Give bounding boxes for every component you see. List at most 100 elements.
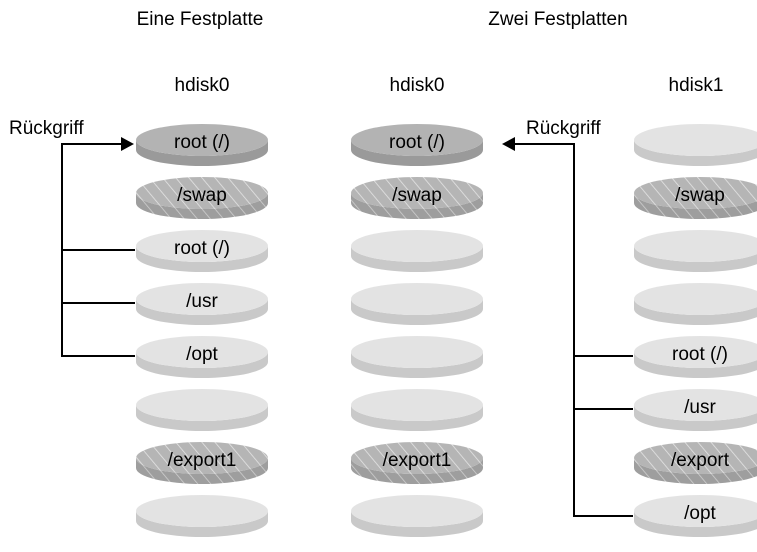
heading-one-disk: Eine Festplatte xyxy=(137,9,264,30)
slice-side xyxy=(351,458,483,484)
slice-dual-hdisk0-4 xyxy=(351,283,483,325)
slice-top xyxy=(634,495,757,527)
slice-top xyxy=(351,177,483,209)
slice-top xyxy=(136,442,268,474)
slice-dual-hdisk1-6: /usr xyxy=(634,389,757,431)
slice-side xyxy=(136,352,268,378)
slice-single-hdisk0-2: /swap xyxy=(136,177,268,219)
slice-top xyxy=(351,230,483,262)
slice-side xyxy=(634,246,757,272)
slice-top xyxy=(634,230,757,262)
slice-side xyxy=(136,140,268,166)
slice-top xyxy=(136,230,268,262)
slice-top xyxy=(351,283,483,315)
slice-side xyxy=(351,352,483,378)
slice-dual-hdisk0-6 xyxy=(351,389,483,431)
slice-top xyxy=(351,442,483,474)
fallback-arrowhead-dual xyxy=(502,137,515,151)
slice-label: /export xyxy=(671,450,730,471)
disk-label-hdisk1-dual: hdisk1 xyxy=(669,75,724,96)
slice-label: /usr xyxy=(684,397,716,418)
slice-side xyxy=(351,299,483,325)
slice-side xyxy=(634,352,757,378)
fallback-connector-dual: Rückgriff xyxy=(502,118,633,517)
slice-top xyxy=(634,177,757,209)
disk-label-hdisk0-dual: hdisk0 xyxy=(390,75,445,96)
slice-label: /opt xyxy=(684,503,716,524)
slice-side xyxy=(351,193,483,219)
disk-stack-hdisk0-single: /export1/opt/usr root (/) /swap root (/) xyxy=(136,124,268,537)
slice-top xyxy=(634,124,757,156)
slice-top xyxy=(634,283,757,315)
slice-top xyxy=(351,389,483,421)
slice-side xyxy=(634,511,757,537)
slice-dual-hdisk1-3 xyxy=(634,230,757,272)
slice-side xyxy=(634,193,757,219)
slice-top xyxy=(634,442,757,474)
slice-side xyxy=(351,246,483,272)
slice-dual-hdisk0-8 xyxy=(351,495,483,537)
slice-label: root (/) xyxy=(672,344,728,365)
slice-label: /swap xyxy=(675,185,725,206)
slice-label: /usr xyxy=(186,291,218,312)
slice-side xyxy=(634,458,757,484)
slice-label: root (/) xyxy=(389,132,445,153)
slice-top xyxy=(634,389,757,421)
slice-single-hdisk0-7: /export1 xyxy=(136,442,268,484)
slice-top xyxy=(634,336,757,368)
slice-side xyxy=(634,140,757,166)
heading-two-disks: Zwei Festplatten xyxy=(488,9,627,30)
slice-dual-hdisk1-8: /opt xyxy=(634,495,757,537)
slice-dual-hdisk1-1 xyxy=(634,124,757,166)
slice-dual-hdisk0-2: /swap xyxy=(351,177,483,219)
slice-top xyxy=(136,336,268,368)
slice-top xyxy=(136,124,268,156)
slice-label: root (/) xyxy=(174,238,230,259)
slice-top xyxy=(136,389,268,421)
slice-dual-hdisk1-5: root (/) xyxy=(634,336,757,378)
fallback-label-dual: Rückgriff xyxy=(526,118,601,139)
slice-side xyxy=(351,405,483,431)
slice-dual-hdisk1-4 xyxy=(634,283,757,325)
slice-label: /export1 xyxy=(168,450,237,471)
slice-label: /export1 xyxy=(383,450,452,471)
slice-dual-hdisk0-3 xyxy=(351,230,483,272)
slice-dual-hdisk0-7: /export1 xyxy=(351,442,483,484)
fallback-label-single: Rückgriff xyxy=(9,118,84,139)
slice-top xyxy=(351,336,483,368)
slice-side xyxy=(351,511,483,537)
slice-dual-hdisk0-5 xyxy=(351,336,483,378)
fallback-connector-single: Rückgriff xyxy=(9,118,135,357)
slice-side xyxy=(634,405,757,431)
slice-single-hdisk0-1: root (/) xyxy=(136,124,268,166)
slice-side xyxy=(136,246,268,272)
slice-single-hdisk0-3: root (/) xyxy=(136,230,268,272)
slice-side xyxy=(634,299,757,325)
disk-label-hdisk0-single: hdisk0 xyxy=(175,75,230,96)
slice-single-hdisk0-6 xyxy=(136,389,268,431)
slice-dual-hdisk1-7: /export xyxy=(634,442,757,484)
disk-stack-hdisk0-dual: /export1/swap root (/) xyxy=(351,124,483,537)
slice-dual-hdisk0-1: root (/) xyxy=(351,124,483,166)
slice-top xyxy=(136,283,268,315)
slice-label: /swap xyxy=(177,185,227,206)
slice-top xyxy=(136,495,268,527)
slice-single-hdisk0-5: /opt xyxy=(136,336,268,378)
slice-top xyxy=(351,124,483,156)
slice-label: root (/) xyxy=(174,132,230,153)
slice-single-hdisk0-8 xyxy=(136,495,268,537)
slice-top xyxy=(136,177,268,209)
slice-label: /swap xyxy=(392,185,442,206)
disk-stack-hdisk1-dual: /opt/export/usr root (/) /swap xyxy=(634,124,757,537)
slice-top xyxy=(351,495,483,527)
slice-dual-hdisk1-2: /swap xyxy=(634,177,757,219)
fallback-bracket-dual xyxy=(513,143,633,517)
fallback-arrowhead-single xyxy=(121,137,134,151)
slice-side xyxy=(136,193,268,219)
slice-side xyxy=(136,511,268,537)
slice-single-hdisk0-4: /usr xyxy=(136,283,268,325)
slice-side xyxy=(136,299,268,325)
slice-label: /opt xyxy=(186,344,218,365)
slice-side xyxy=(351,140,483,166)
